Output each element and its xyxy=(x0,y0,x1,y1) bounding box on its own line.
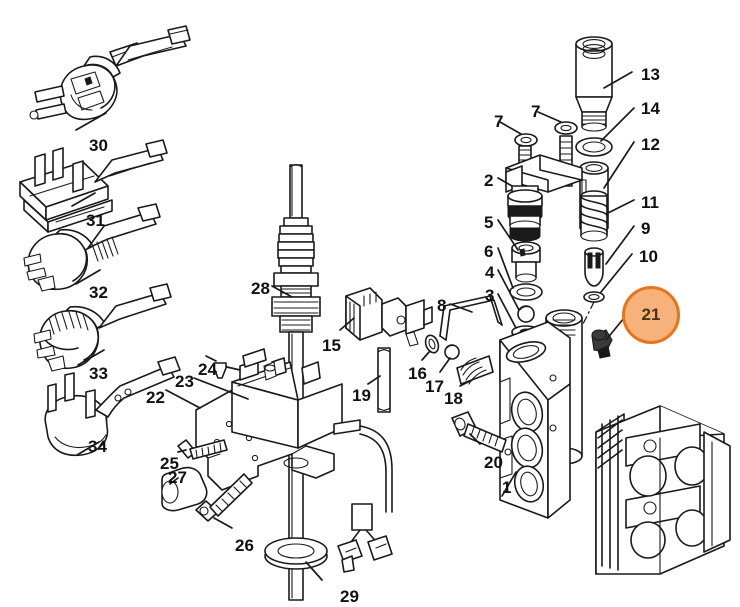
part-29-ring-washer xyxy=(264,537,328,581)
part-8-wire-clip xyxy=(439,295,503,341)
part-31-uk-plug xyxy=(19,139,168,233)
part-13-outlet-fitting xyxy=(575,36,633,132)
part-11-compression-spring xyxy=(580,190,635,242)
part-33-ch-plug xyxy=(33,283,172,372)
part-20-socket-bolt xyxy=(451,411,507,453)
part-27-cap-sleeve xyxy=(161,466,208,512)
part-2-valve-piston xyxy=(497,135,583,242)
callout-4: 4 xyxy=(485,263,495,282)
callout-32: 32 xyxy=(89,283,108,302)
part-1-valve-body xyxy=(499,309,583,519)
callout-30: 30 xyxy=(89,136,108,155)
part-6-o-ring xyxy=(497,247,543,301)
callout-24: 24 xyxy=(198,360,217,379)
callout-10: 10 xyxy=(639,247,658,266)
callout-20: 20 xyxy=(484,453,503,472)
part-18-spring xyxy=(456,355,494,387)
callout-29: 29 xyxy=(340,587,359,606)
part-19-pin-rod xyxy=(367,347,391,413)
callout-31: 31 xyxy=(86,211,105,230)
callout-13: 13 xyxy=(641,65,660,84)
part-30-schuko-plug xyxy=(29,25,191,131)
callout-34: 34 xyxy=(88,437,107,456)
callout-18: 18 xyxy=(444,389,463,408)
callout-12: 12 xyxy=(641,135,660,154)
callout-9: 9 xyxy=(641,219,651,238)
part-15-pressure-switch xyxy=(339,287,433,347)
part-24-rivet-pin xyxy=(205,355,227,379)
part-23-switch-housing xyxy=(193,348,361,449)
callout-3: 3 xyxy=(485,286,495,305)
cooling-fins xyxy=(597,415,623,571)
callout-8: 8 xyxy=(437,296,447,315)
callout-5: 5 xyxy=(484,213,494,232)
callout-26: 26 xyxy=(235,536,254,555)
callout-21-label: 21 xyxy=(641,305,661,324)
part-32-au-plug xyxy=(23,203,161,292)
callout-14: 14 xyxy=(641,99,660,118)
callout-21-highlighted[interactable]: 21 xyxy=(622,286,680,344)
callout-33: 33 xyxy=(89,364,108,383)
callout-7-right: 7 xyxy=(531,102,541,121)
assembly-centerline xyxy=(565,301,595,353)
callout-25: 25 xyxy=(160,454,179,473)
valve-body-ports xyxy=(510,391,545,503)
callout-22: 22 xyxy=(146,388,165,407)
part-26-socket-head-screw xyxy=(195,473,253,529)
part-14-o-ring-large xyxy=(575,107,635,157)
part-5-valve-seat xyxy=(497,219,541,283)
part-34-za-plug xyxy=(44,356,181,457)
part-7-washer-left xyxy=(499,121,538,147)
callout-1: 1 xyxy=(502,478,512,497)
switch-cable-harness xyxy=(337,425,393,573)
callout-16: 16 xyxy=(408,364,427,383)
part-17-steel-ball xyxy=(439,344,460,373)
part-4-check-ball xyxy=(497,269,535,323)
callout-6: 6 xyxy=(484,242,494,261)
callout-7-left: 7 xyxy=(494,112,504,131)
callout-15: 15 xyxy=(322,336,341,355)
callout-17: 17 xyxy=(425,377,444,396)
callout-2: 2 xyxy=(484,171,494,190)
callout-23: 23 xyxy=(175,372,194,391)
callout-11: 11 xyxy=(641,193,659,212)
part-7-washer-right xyxy=(537,111,578,135)
part-16-o-ring xyxy=(421,334,440,361)
part-25-pan-head-screw xyxy=(177,439,228,460)
gland-threads xyxy=(277,225,315,274)
part-21-drain-plug xyxy=(591,317,625,359)
callout-27: 27 xyxy=(168,468,187,487)
callout-19: 19 xyxy=(352,386,371,405)
part-9-valve-insert xyxy=(584,225,635,287)
callout-28: 28 xyxy=(251,279,270,298)
pump-housing-block xyxy=(595,405,731,575)
